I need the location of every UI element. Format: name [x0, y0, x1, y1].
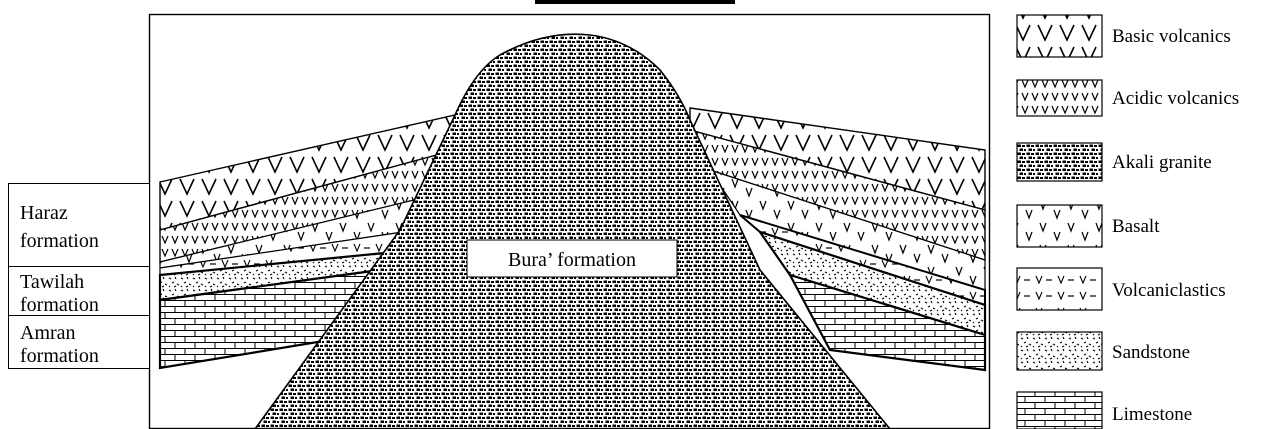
haraz-formation-box: [9, 184, 150, 267]
cross-section-body: [160, 34, 985, 429]
haraz-formation-line1: Haraz: [20, 202, 68, 224]
legend-swatch-basalt: [1017, 205, 1102, 247]
tawilah-formation-line2: formation: [20, 294, 99, 316]
bura-formation-label: Bura’ formation: [508, 249, 636, 271]
legend-label-basic-volcanics: Basic volcanics: [1112, 26, 1231, 47]
legend-label-acidic-volcanics: Acidic volcanics: [1112, 88, 1239, 109]
legend: Basic volcanics Acidic volcanics Akali g…: [1017, 15, 1239, 429]
legend-swatch-basic-volcanics: [1017, 15, 1102, 57]
amran-formation-line1: Amran: [20, 322, 76, 344]
legend-swatch-sandstone: [1017, 332, 1102, 370]
legend-label-limestone: Limestone: [1112, 404, 1192, 425]
legend-swatch-acidic-volcanics: [1017, 80, 1102, 116]
title-bar-fragment: [535, 0, 735, 4]
formation-labels: Haraz formation Tawilah formation Amran …: [9, 184, 150, 369]
tawilah-formation-line1: Tawilah: [20, 271, 84, 293]
legend-swatch-akali-granite: [1017, 143, 1102, 181]
legend-label-sandstone: Sandstone: [1112, 342, 1190, 363]
legend-label-basalt: Basalt: [1112, 216, 1160, 237]
legend-label-akali-granite: Akali granite: [1112, 152, 1212, 173]
legend-label-volcaniclastics: Volcaniclastics: [1112, 280, 1226, 301]
legend-swatch-volcaniclastics: [1017, 268, 1102, 310]
legend-swatch-limestone: [1017, 392, 1102, 429]
amran-formation-line2: formation: [20, 345, 99, 367]
haraz-formation-line2: formation: [20, 230, 99, 252]
